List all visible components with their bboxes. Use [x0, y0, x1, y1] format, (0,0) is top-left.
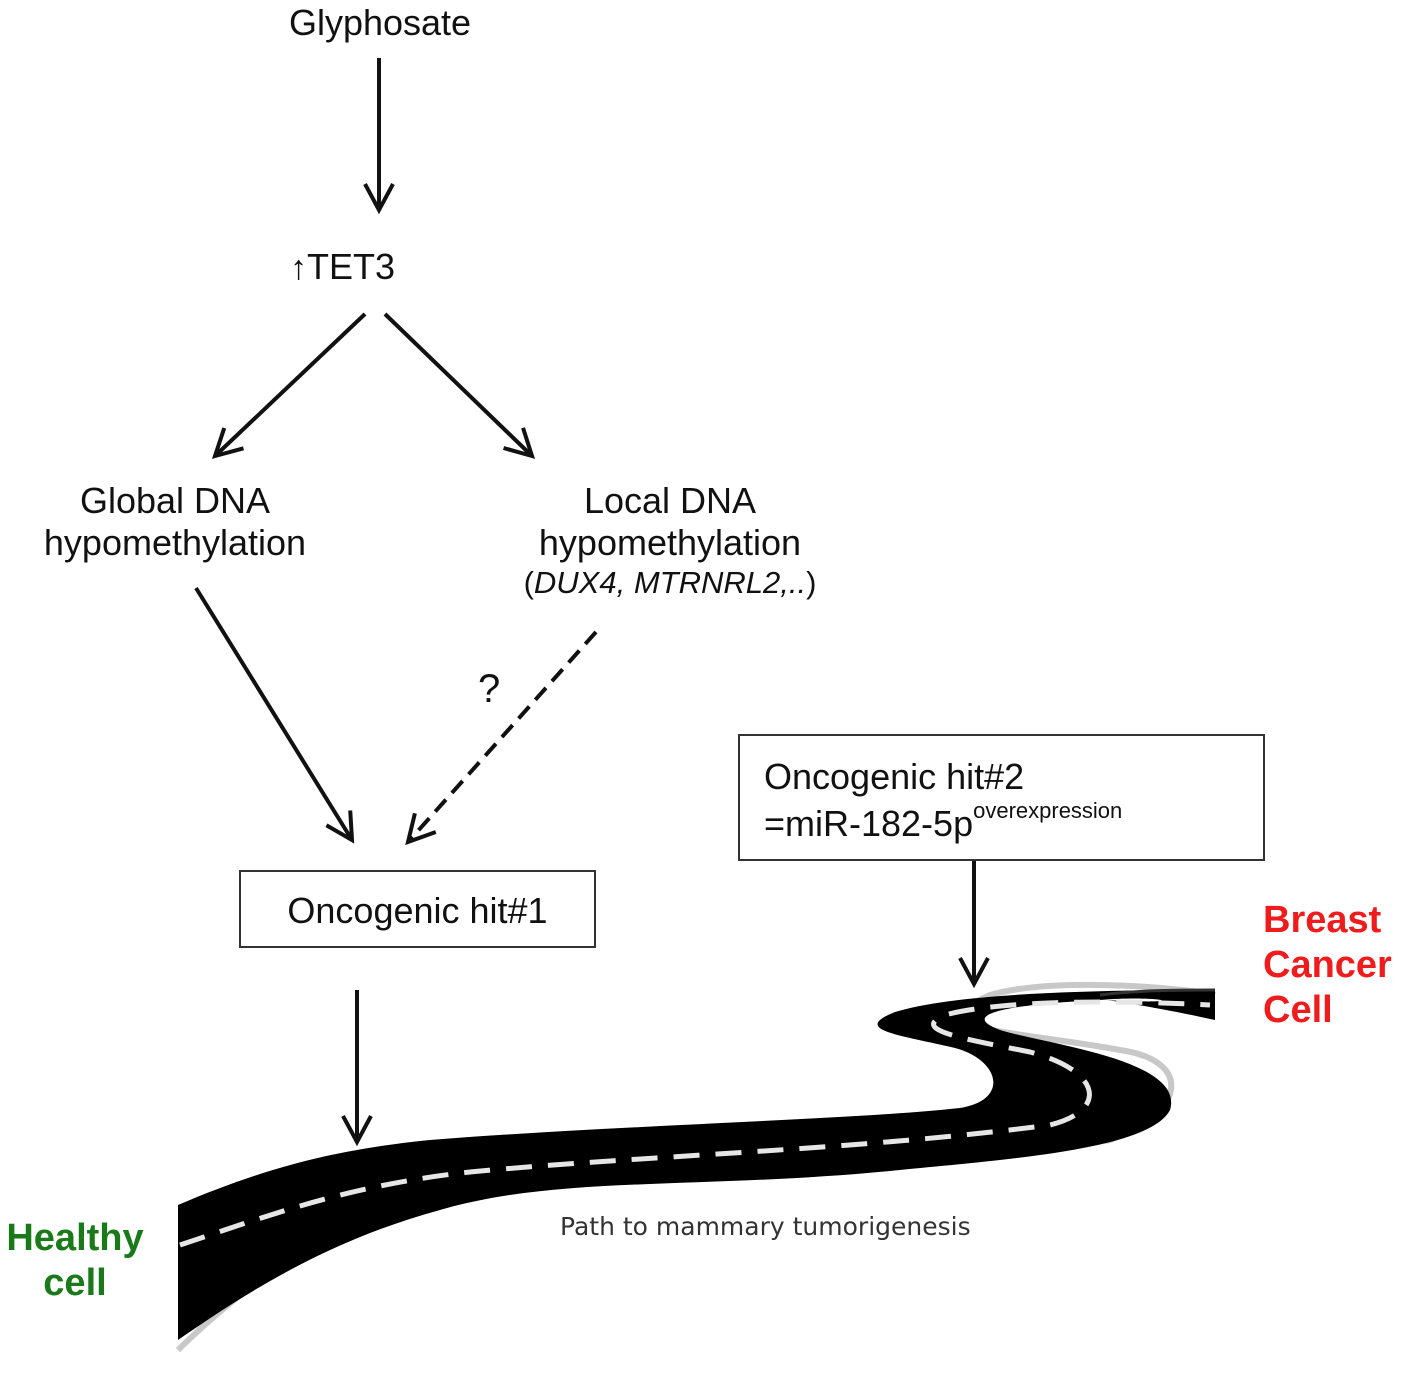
gene-list: DUX4, MTRNRL2,.. [533, 564, 807, 600]
cancer-line3: Cell [1263, 988, 1333, 1031]
hit2-label: Oncogenic hit#2 =miR-182-5poverexpressio… [764, 756, 1122, 846]
road-caption: Path to mammary tumorigenesis [560, 1212, 971, 1241]
mirna-name: =miR-182-5p [764, 803, 974, 845]
node-local-hypomethylation: Local DNA hypomethylation (DUX4, MTRNRL2… [500, 480, 840, 602]
healthy-line2: cell [43, 1261, 107, 1304]
road-upper-strip [1099, 988, 1216, 997]
global-line2: hypomethylation [43, 522, 307, 564]
node-glyphosate: Glyphosate [288, 2, 472, 43]
arrow-global-to-hit1 [194, 586, 355, 844]
hit1-label: Oncogenic hit#1 [287, 890, 548, 931]
road [175, 981, 1216, 1353]
hit2-line2: =miR-182-5poverexpression [764, 798, 1122, 845]
local-genes: (DUX4, MTRNRL2,..) [500, 565, 840, 602]
arrow-local-to-hit1-dashed [405, 630, 598, 846]
road-center-line [179, 999, 1211, 1248]
hit2-line1: Oncogenic hit#2 [764, 756, 1025, 797]
local-line2: hypomethylation [538, 522, 802, 564]
healthy-line1: Healthy [6, 1217, 144, 1259]
box-oncogenic-hit-1: Oncogenic hit#1 [239, 870, 596, 948]
tet3-label: TET3 [307, 246, 396, 287]
node-global-hypomethylation: Global DNA hypomethylation [10, 480, 340, 565]
arrow-tet3-to-global [211, 312, 367, 459]
paren-open: ( [523, 564, 534, 600]
node-tet3: ↑TET3 [290, 246, 470, 288]
arrow-tet3-to-local [383, 312, 536, 459]
global-line1: Global DNA [79, 480, 271, 521]
label-healthy-cell: Healthy cell [0, 1216, 150, 1306]
mirna-superscript: overexpression [973, 798, 1123, 824]
cancer-line1: Breast [1263, 899, 1382, 941]
label-breast-cancer-cell: Breast Cancer Cell [1263, 898, 1392, 1032]
uncertain-mark: ? [478, 667, 501, 711]
paren-close: ) [806, 564, 817, 600]
up-arrow-icon: ↑ [290, 249, 307, 287]
road-surface [178, 990, 1215, 1340]
box-oncogenic-hit-2: Oncogenic hit#2 =miR-182-5poverexpressio… [738, 734, 1265, 861]
local-line1: Local DNA [583, 480, 757, 521]
cancer-line2: Cancer [1263, 943, 1392, 986]
